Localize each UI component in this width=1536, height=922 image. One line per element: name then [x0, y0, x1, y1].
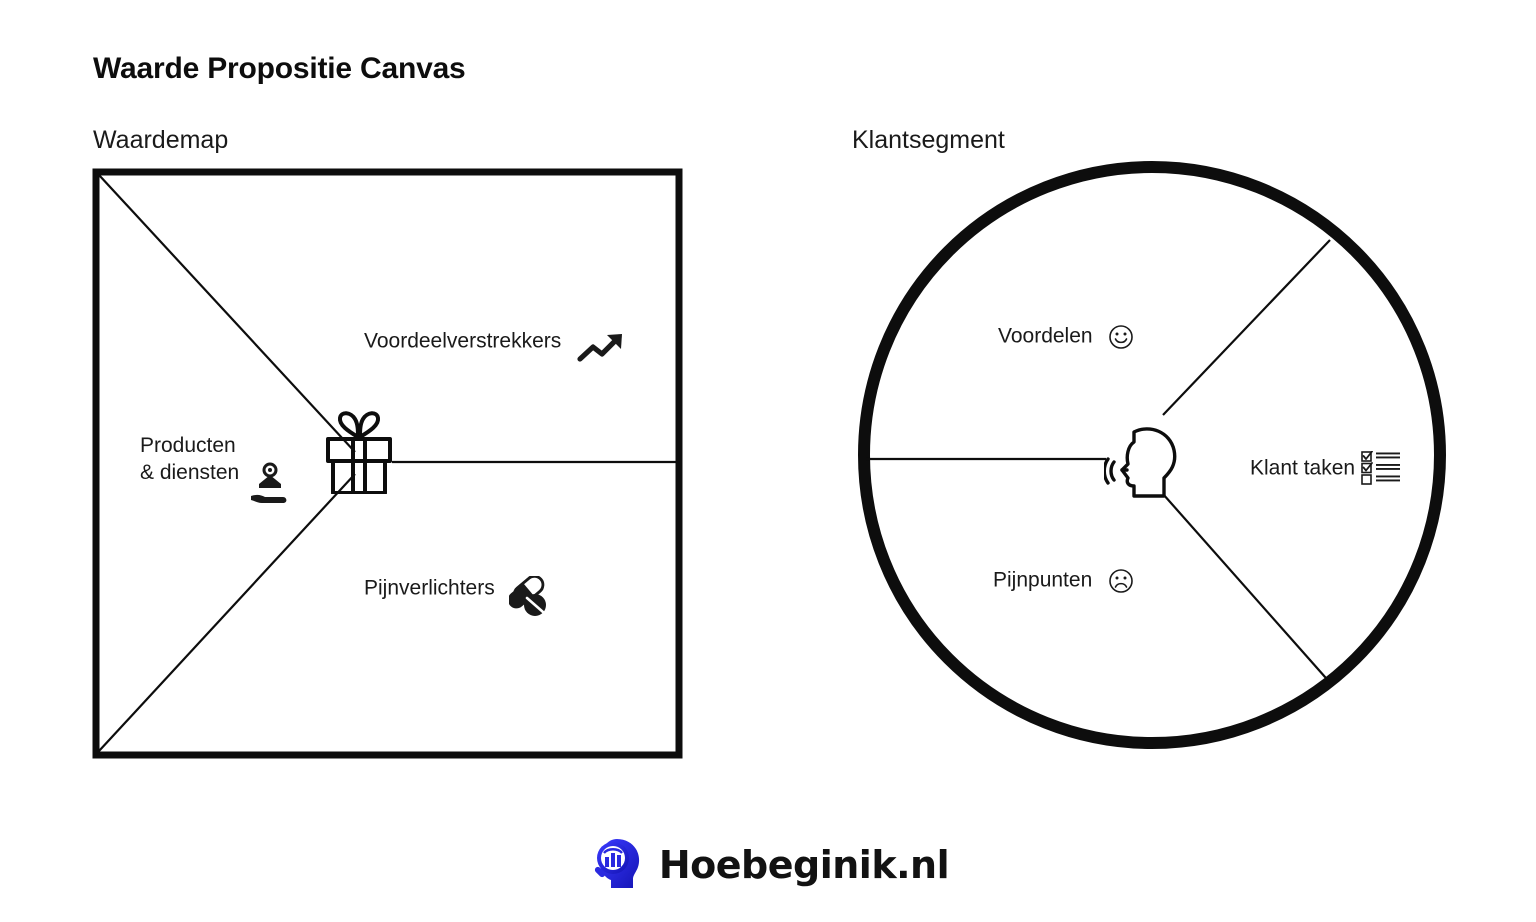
customer-segment-heading: Klantsegment [852, 126, 1005, 154]
value-map-divider-top [98, 174, 356, 453]
label-pijnverlichters: Pijnverlichters [364, 564, 553, 616]
label-producten-line1: Producten [140, 434, 236, 457]
frowning-face-icon [1108, 568, 1134, 602]
label-pijnpunten: Pijnpunten [993, 564, 1134, 598]
customer-segment-divider-upper-right [1162, 239, 1331, 416]
label-voordeelverstrekkers: Voordeelverstrekkers [364, 320, 627, 364]
label-voordeelverstrekkers-text: Voordeelverstrekkers [364, 329, 562, 353]
pills-icon [507, 570, 553, 626]
hand-offering-flower-icon [249, 462, 291, 514]
gift-box-icon [323, 404, 395, 499]
site-logo[interactable]: Hoebeginik.nl [0, 833, 1536, 896]
label-voordelen: Voordelen [998, 320, 1134, 354]
smiley-face-icon [1108, 324, 1134, 358]
label-klant-taken-text: Klant taken [1250, 456, 1356, 480]
label-klant-taken: Klant taken [1250, 445, 1401, 493]
label-producten-diensten: Producten & diensten [140, 433, 287, 503]
label-pijnverlichters-text: Pijnverlichters [364, 576, 495, 600]
value-map-heading: Waardemap [93, 126, 229, 154]
value-map-divider-bottom [98, 473, 356, 752]
trending-up-arrow-icon [576, 330, 630, 374]
customer-segment-divider-lower-right [1162, 493, 1334, 687]
logo-text: Hoebeginik.nl [658, 842, 950, 887]
speaking-head-icon [1102, 420, 1184, 511]
checklist-icon [1361, 450, 1401, 493]
page-title: Waarde Propositie Canvas [93, 52, 466, 85]
label-producten-line2: & diensten [140, 460, 240, 484]
label-pijnpunten-text: Pijnpunten [993, 568, 1093, 592]
label-voordelen-text: Voordelen [998, 324, 1093, 348]
head-magnifier-icon [587, 833, 645, 896]
